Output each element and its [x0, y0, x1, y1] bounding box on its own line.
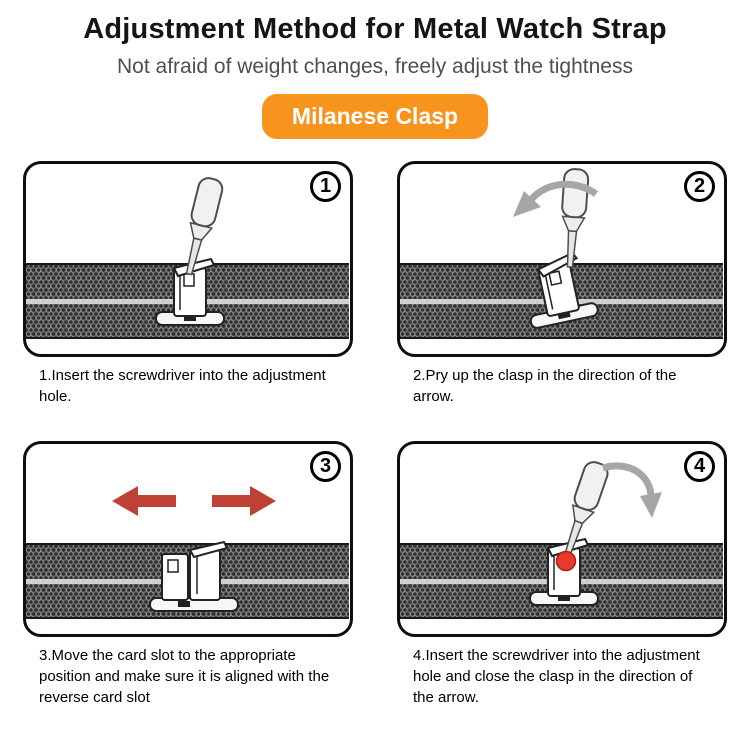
- step-caption: 2.Pry up the clasp in the direction of t…: [413, 367, 677, 405]
- step-3-panel: 3: [23, 441, 353, 638]
- curved-arrow-icon: [513, 180, 599, 217]
- step-1-illustration: [26, 177, 349, 339]
- step-4-panel: 4: [397, 441, 727, 638]
- right-arrow-icon: [212, 486, 276, 517]
- clasp: [529, 251, 599, 329]
- step-2: 2 2.Pry up the clasp in the direction of…: [397, 161, 727, 407]
- clasp-type-badge: Milanese Clasp: [261, 94, 489, 139]
- step-number-badge: 1: [310, 171, 341, 202]
- step-caption: 3.Move the card slot to the appropriate …: [39, 647, 330, 706]
- step-4-illustration: [400, 461, 723, 620]
- screwdriver-icon: [563, 461, 609, 559]
- step-4: 4 4.Insert the screwdriver into the adju…: [397, 441, 727, 708]
- step-number-badge: 2: [684, 171, 715, 202]
- curved-arrow-icon: [602, 462, 662, 519]
- steps-grid: 1 1.Insert the screwdriver into the adju…: [0, 139, 750, 708]
- step-3: 3 3.Move the card slot to the appropriat…: [23, 441, 353, 708]
- step-number-badge: 3: [310, 451, 341, 483]
- screwdriver-icon: [185, 177, 224, 276]
- open-clasp: [149, 541, 239, 613]
- step-1: 1 1.Insert the screwdriver into the adju…: [23, 161, 353, 407]
- header: Adjustment Method for Metal Watch Strap …: [0, 0, 750, 139]
- left-arrow-icon: [112, 486, 176, 517]
- page-title: Adjustment Method for Metal Watch Strap: [83, 13, 667, 45]
- step-3-illustration: [26, 486, 349, 620]
- step-2-panel: 2: [397, 161, 727, 357]
- step-caption: 4.Insert the screwdriver into the adjust…: [413, 647, 700, 706]
- step-2-illustration: [400, 168, 723, 339]
- step-1-panel: 1: [23, 161, 353, 357]
- page-subtitle: Not afraid of weight changes, freely adj…: [117, 55, 633, 78]
- step-caption: 1.Insert the screwdriver into the adjust…: [39, 367, 326, 405]
- red-dot-icon: [555, 551, 577, 572]
- step-number-badge: 4: [684, 451, 715, 483]
